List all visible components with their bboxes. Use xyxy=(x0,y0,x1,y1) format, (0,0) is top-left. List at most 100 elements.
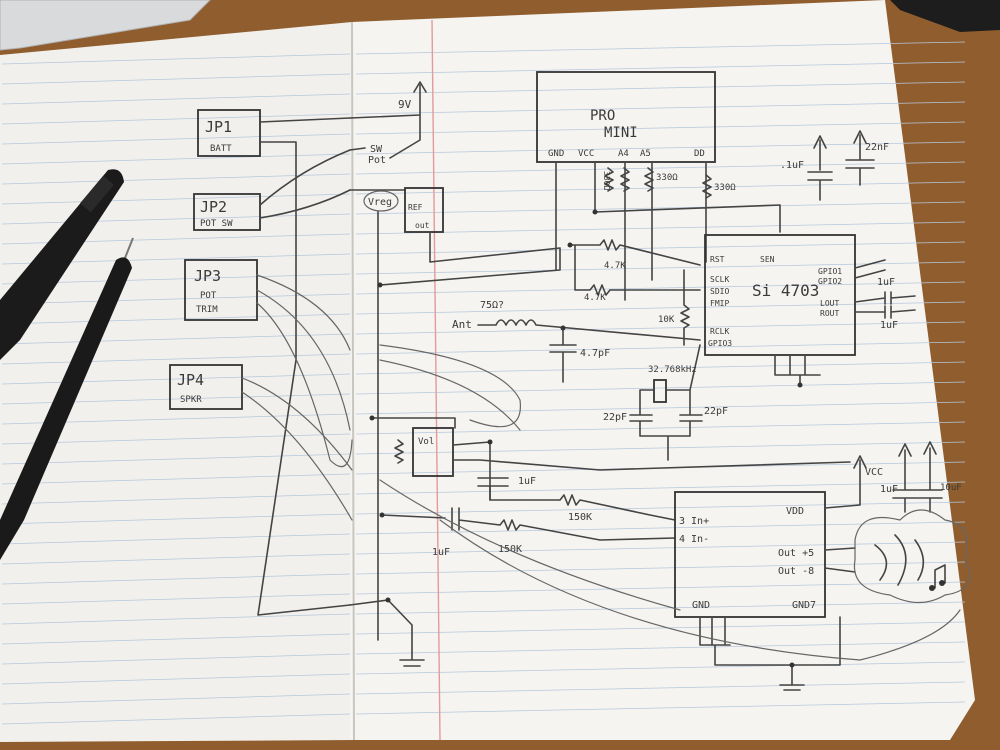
ruled-line-right xyxy=(355,141,966,155)
device-corner xyxy=(890,0,1000,32)
jp3-sub2: TRIM xyxy=(196,305,218,315)
pin-gpio2: GPIO2 xyxy=(818,277,842,286)
amp-out-p: Out +5 xyxy=(778,548,814,559)
ruled-line-right xyxy=(355,601,966,615)
amp-in-n: 4 In- xyxy=(679,534,709,545)
ruled-line-left xyxy=(1,153,351,165)
ruled-line-right xyxy=(355,581,966,595)
ruled-line-right xyxy=(355,341,966,355)
ruled-line-left xyxy=(1,653,351,665)
ruled-line-right xyxy=(355,441,966,455)
cap-c8: 1uF xyxy=(518,476,536,487)
jp2-label: JP2 xyxy=(200,198,227,216)
cap-c5: 4.7pF xyxy=(580,348,610,359)
ruled-line-right xyxy=(355,201,966,215)
cap-c10: 1uF xyxy=(880,484,898,495)
cap-c9: 1uF xyxy=(432,547,450,558)
cap-c4: 1uF xyxy=(880,320,898,331)
return-wires xyxy=(379,344,961,661)
ruled-line-right xyxy=(355,481,966,495)
jp4-sub: SPKR xyxy=(180,395,202,405)
jp2-block: JP2 POT SW xyxy=(193,149,351,231)
label-9v: 9V xyxy=(398,98,412,111)
ruled-line-right xyxy=(355,381,966,395)
ruled-line-right xyxy=(355,321,966,335)
cap-c2: 22nF xyxy=(865,142,889,153)
pin-rclk: RCLK xyxy=(710,327,729,336)
ruled-line-right xyxy=(355,61,966,75)
ruled-line-left xyxy=(1,633,351,645)
antenna-section: Ant 75Ω? 4.7pF xyxy=(452,300,701,383)
laptop-corner xyxy=(0,0,211,51)
amp-out-n: Out -8 xyxy=(778,566,814,577)
ruled-line-left xyxy=(1,193,351,205)
jp1-label: JP1 xyxy=(205,118,232,136)
r47b: 4.7K xyxy=(584,293,606,303)
cap-c7: 22pF xyxy=(704,406,728,417)
ruled-line-right xyxy=(355,361,966,375)
ruled-line-left xyxy=(1,493,351,505)
ruled-line-right xyxy=(355,281,966,295)
jp3-block: JP3 POT TRIM xyxy=(184,259,353,468)
ruled-line-left xyxy=(1,533,351,545)
ruled-line-left xyxy=(1,93,351,105)
jp3-label: JP3 xyxy=(194,267,221,285)
ruled-line-right xyxy=(355,81,966,95)
r75-label: 75Ω? xyxy=(480,300,504,311)
pin-a4: A4 xyxy=(618,149,629,159)
crystal-label: 32.768kHz xyxy=(648,365,697,375)
r150b: 150K xyxy=(498,544,522,555)
jp3-sub1: POT xyxy=(200,291,217,301)
pin-rst: RST xyxy=(710,255,725,264)
r10k: 10K xyxy=(658,315,675,325)
amp-vdd: VDD xyxy=(786,506,804,517)
ruled-line-right xyxy=(355,681,966,695)
supply-section: 9V SW Pot REF out Vreg xyxy=(349,81,561,641)
pin-vcc: VCC xyxy=(578,149,594,159)
pin-fmip: FMIP xyxy=(710,299,729,308)
ruled-line-left xyxy=(1,473,351,485)
label-pot: Pot xyxy=(368,155,386,166)
input-path: 1uF 150K xyxy=(349,507,676,667)
ruled-line-left xyxy=(1,453,351,465)
ruled-line-left xyxy=(1,173,351,185)
ruled-line-left xyxy=(1,613,351,625)
ruled-line-left xyxy=(1,53,351,65)
ruled-lines xyxy=(1,41,966,725)
cap-c6: 22pF xyxy=(603,412,627,423)
ruled-line-right xyxy=(355,261,966,275)
ruled-line-right xyxy=(355,401,966,415)
pen-mechanical xyxy=(0,237,134,560)
ruled-line-right xyxy=(355,41,966,55)
reg-out: out xyxy=(415,221,430,230)
amp-gnd: GND xyxy=(692,600,710,611)
pin-gpio1: GPIO1 xyxy=(818,267,842,276)
cap-c1: .1uF xyxy=(780,160,804,171)
ruled-line-right xyxy=(355,641,966,655)
r330b: 330Ω xyxy=(656,173,678,183)
r330c: 330Ω xyxy=(714,183,736,193)
volume-pot: Vol 1uF 150K xyxy=(369,415,851,523)
ruled-line-right xyxy=(355,501,966,515)
pin-gpio3: GPIO3 xyxy=(708,339,732,348)
cap-c3: 1uF xyxy=(877,277,895,288)
reg-label: Vreg xyxy=(368,197,392,208)
pro-mini-line2: MINI xyxy=(604,125,638,141)
pin-rout: ROUT xyxy=(820,309,839,318)
pro-mini-line1: PRO xyxy=(590,108,615,124)
ruled-line-right xyxy=(355,621,966,635)
r330a: 330Ω xyxy=(602,171,611,190)
pin-sclk: SCLK xyxy=(710,275,729,284)
ruled-line-left xyxy=(1,293,351,305)
ruled-line-right xyxy=(355,421,966,435)
ruled-line-right xyxy=(355,241,966,255)
ruled-line-left xyxy=(1,673,351,685)
crystal-section: 32.768kHz 22pF 22pF xyxy=(603,344,728,461)
pin-gnd: GND xyxy=(548,149,564,159)
ruled-line-left xyxy=(1,713,351,725)
ruled-line-left xyxy=(1,353,351,365)
r150a: 150K xyxy=(568,512,592,523)
ruled-line-right xyxy=(355,181,966,195)
r47a: 4.7K xyxy=(604,261,626,271)
ruled-line-right xyxy=(355,561,966,575)
